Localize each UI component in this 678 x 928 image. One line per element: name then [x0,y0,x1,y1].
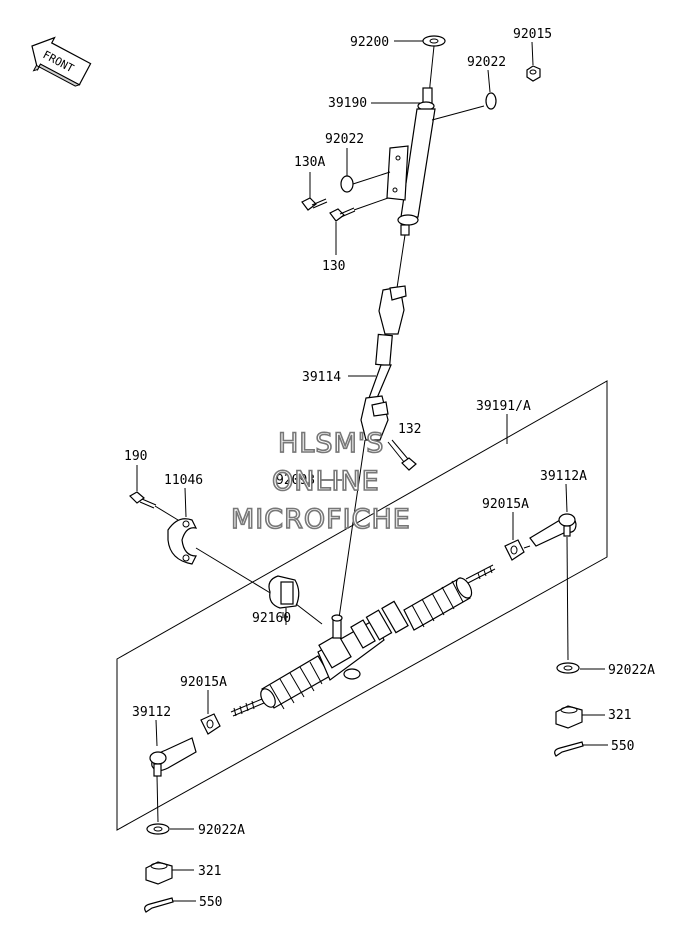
castle-nut-321-left [145,861,173,885]
bolt-130 [329,207,356,222]
bolt-190 [129,491,157,509]
tie-rod-end-39112A [529,513,577,547]
label-321-left: 321 [198,864,221,879]
label-39191A: 39191/A [476,399,531,414]
steering-rack-box [116,380,608,831]
washer-92200 [422,35,446,47]
label-39112: 39112 [132,705,171,720]
jam-nut-92015A-left [200,713,221,735]
bushing-92160 [268,575,300,609]
intermediate-shaft-39114 [360,285,407,441]
label-92022-top-right: 92022 [467,55,506,70]
label-92022A-right: 92022A [608,663,655,678]
cotter-pin-550-left [144,897,174,913]
label-39114: 39114 [302,370,341,385]
label-92093: 92093 [276,473,315,488]
label-39112A: 39112A [540,469,587,484]
label-130: 130 [322,259,345,274]
washer-92022A-left [146,823,170,835]
label-130A: 130A [294,155,325,170]
jam-nut-92015A-right [504,539,525,561]
watermark-line-1: HLSM'S [278,428,384,459]
label-39190: 39190 [328,96,367,111]
castle-nut-321-right [555,705,583,729]
label-92022A-left: 92022A [198,823,245,838]
label-321-right: 321 [608,708,631,723]
label-132: 132 [398,422,421,437]
label-92015-top: 92015 [513,27,552,42]
watermark-line-3: MICROFICHE [231,504,411,535]
bolt-132 [387,439,417,471]
label-92022-left: 92022 [325,132,364,147]
tie-rod-end-39112 [149,737,197,777]
watermark-line-2: ONLINE [272,466,380,497]
label-92015A-left: 92015A [180,675,227,690]
steering-rack-assembly [230,564,496,717]
steering-column-39190 [386,84,436,236]
label-190: 190 [124,449,147,464]
label-550-right: 550 [611,739,634,754]
label-92200: 92200 [350,35,389,50]
label-11046: 11046 [164,473,203,488]
label-92015A-right: 92015A [482,497,529,512]
label-92160: 92160 [252,611,291,626]
cotter-pin-550-right [554,741,584,757]
washer-92022-left [340,175,354,193]
bolt-130A [301,197,328,211]
label-550-left: 550 [199,895,222,910]
front-arrow-badge: FRONT [31,36,92,87]
washer-92022A-right [556,662,580,674]
clamp-11046 [167,518,198,565]
nut-92015 [526,65,541,82]
washer-92022-right [485,92,497,110]
